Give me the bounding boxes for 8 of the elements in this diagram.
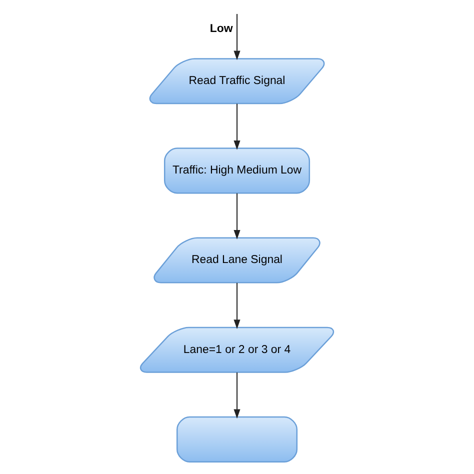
edge-label: Low [210,22,233,35]
arrow [234,372,240,418]
arrow [234,192,240,239]
arrow [234,13,240,60]
node-box [176,416,298,462]
node-box: Traffic: High Medium Low [164,147,310,194]
arrow [234,282,240,328]
arrow [234,103,240,150]
